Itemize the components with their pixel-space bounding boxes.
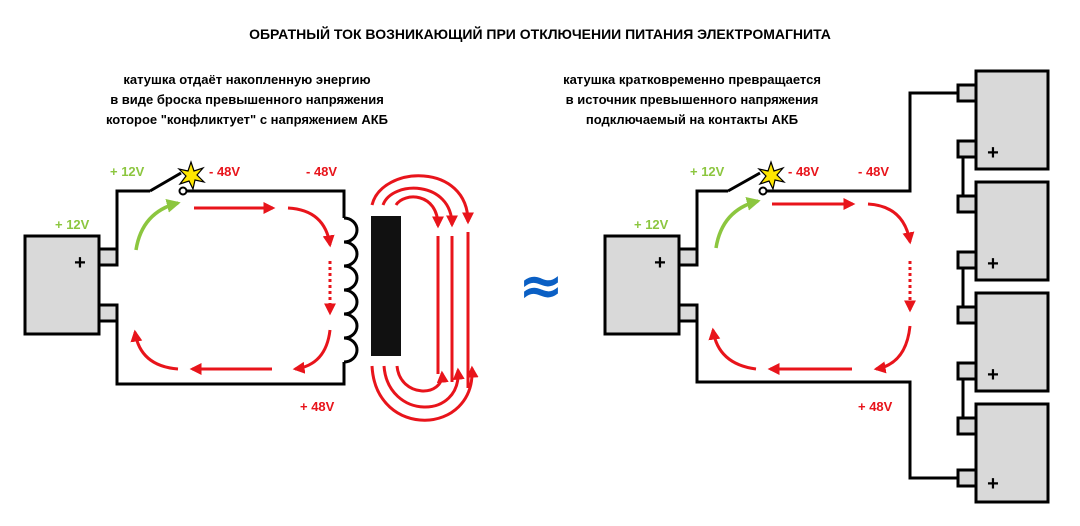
- left-green-arrow: [134, 198, 181, 251]
- left-caption-line-2: в виде броска превышенного напряжения: [110, 92, 384, 107]
- right-caption-line-2: в источник превышенного напряжения: [566, 92, 819, 107]
- right-spark-icon: [757, 160, 786, 191]
- stack-battery-2-plus: +: [987, 253, 999, 275]
- right-battery-plus-sign: +: [654, 252, 666, 274]
- right-battery-plus-label: + 12V: [634, 217, 669, 232]
- right-green-arrow: [714, 196, 761, 249]
- stack-battery-4-plus: +: [987, 473, 999, 495]
- left-battery: +: [23, 234, 119, 336]
- right-bottom-plus-label: + 48V: [858, 399, 893, 414]
- left-switch-plus-label: + 12V: [110, 164, 145, 179]
- battery-stack: + + + +: [956, 69, 1050, 504]
- right-switch-contact: [758, 186, 768, 196]
- left-bottom-plus-label: + 48V: [300, 399, 335, 414]
- left-magnet-core: [371, 216, 401, 356]
- left-wiring: [115, 171, 359, 386]
- left-top-minus-label: - 48V: [306, 164, 337, 179]
- stack-battery-4: +: [956, 402, 1050, 504]
- right-battery: +: [603, 234, 699, 336]
- right-switch-plus-label: + 12V: [690, 164, 725, 179]
- left-caption-line-3: которое "конфликтует" с напряжением АКБ: [106, 112, 388, 127]
- right-wiring: [695, 91, 965, 480]
- left-battery-terminal-plus: [97, 247, 119, 267]
- diagram-title: ОБРАТНЫЙ ТОК ВОЗНИКАЮЩИЙ ПРИ ОТКЛЮЧЕНИИ …: [249, 25, 831, 42]
- left-battery-plus-label: + 12V: [55, 217, 90, 232]
- left-coil: [343, 216, 359, 364]
- left-spark-minus-label: - 48V: [209, 164, 240, 179]
- right-current-arrows: [708, 198, 916, 375]
- left-switch: [149, 171, 182, 193]
- stack-battery-1-plus: +: [987, 142, 999, 164]
- left-switch-contact: [178, 186, 188, 196]
- left-current-arrows: [130, 202, 336, 375]
- stack-battery-3: +: [956, 291, 1050, 393]
- left-spark-icon: [177, 160, 206, 191]
- right-switch: [727, 171, 761, 193]
- left-battery-terminal-minus: [97, 303, 119, 323]
- left-field-lines: [370, 174, 479, 422]
- left-panel: катушка отдаёт накопленную энергию в вид…: [23, 72, 479, 422]
- stack-battery-1: +: [956, 69, 1050, 171]
- right-caption-line-3: подключаемый на контакты АКБ: [586, 112, 798, 127]
- right-top-minus-label: - 48V: [858, 164, 889, 179]
- left-caption-line-1: катушка отдаёт накопленную энергию: [123, 72, 370, 87]
- right-panel: катушка кратковременно превращается в ис…: [563, 69, 1050, 504]
- approx-symbol: ≈: [518, 254, 563, 317]
- right-spark-minus-label: - 48V: [788, 164, 819, 179]
- right-caption-line-1: катушка кратковременно превращается: [563, 72, 821, 87]
- left-battery-plus-sign: +: [74, 252, 86, 274]
- stack-battery-2: +: [956, 180, 1050, 282]
- stack-battery-3-plus: +: [987, 364, 999, 386]
